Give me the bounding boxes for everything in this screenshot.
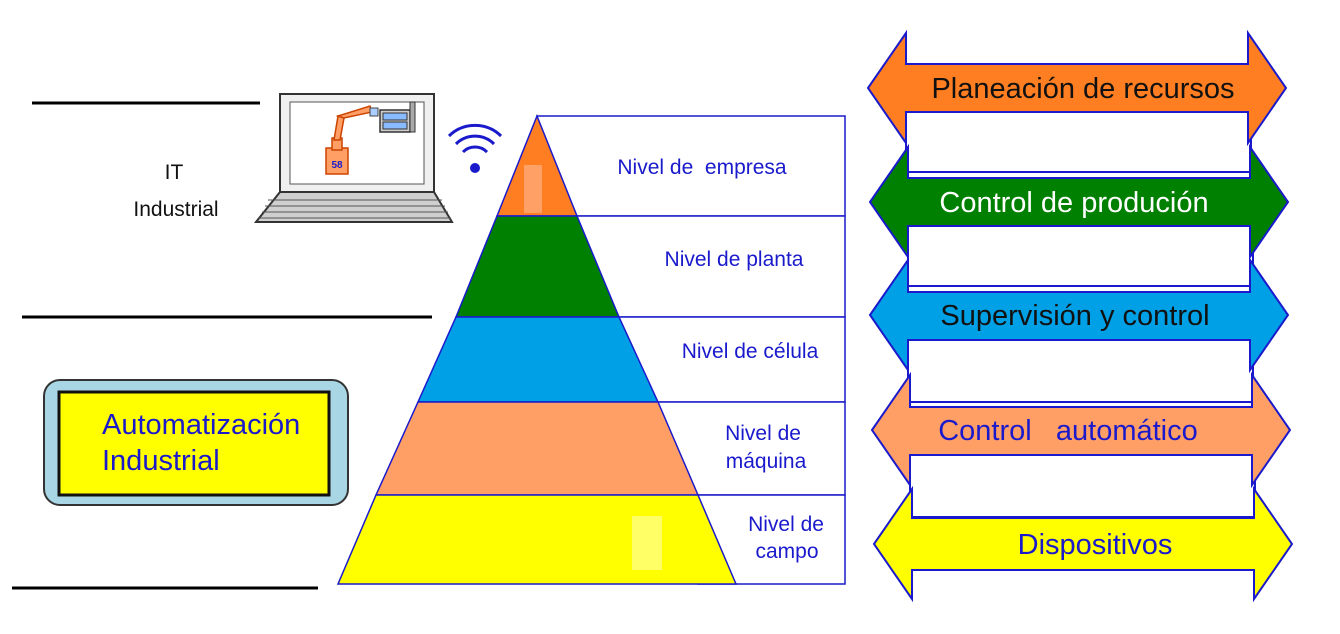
wifi-icon — [447, 123, 503, 173]
laptop-icon: 58 — [253, 93, 454, 223]
automation-label-line1: Automatización — [102, 409, 300, 441]
pyramid-layer-maquina — [374, 401, 700, 496]
double-arrow-produccion — [868, 143, 1290, 261]
level-box-empresa — [536, 115, 846, 217]
level-label-campo-line2: campo — [755, 540, 818, 563]
it-label-line1: IT — [165, 161, 184, 184]
level-box-celula — [618, 316, 846, 403]
arrow-label-dispositivos: Dispositivos — [1018, 529, 1173, 561]
level-label-campo-line1: Nivel de — [748, 513, 824, 536]
arrow-label-supervision: Supervisión y control — [940, 300, 1209, 332]
robot-arm-icon: 58 — [325, 101, 416, 175]
double-arrow-control — [870, 371, 1292, 489]
automation-box: Automatización Industrial — [43, 379, 349, 506]
double-arrow-supervision — [868, 256, 1290, 374]
arrow-label-produccion: Control de produción — [939, 187, 1208, 219]
connector-band-4 — [909, 454, 1256, 518]
connector-band-2 — [907, 225, 1254, 287]
level-label-celula: Nivel de célula — [682, 340, 819, 363]
level-label-maquina-line1: Nivel de — [725, 422, 801, 445]
arrow-label-planeacion: Planeación de recursos — [931, 73, 1234, 105]
pyramid-layer-celula — [416, 316, 660, 403]
double-arrow-dispositivos — [872, 485, 1294, 603]
robot-badge: 58 — [331, 160, 343, 171]
level-box-planta — [576, 215, 846, 318]
it-label-line2: Industrial — [133, 198, 218, 221]
pyramid-layer-campo — [336, 494, 738, 585]
level-label-maquina-line2: máquina — [726, 450, 807, 473]
level-label-empresa: Nivel de empresa — [617, 156, 787, 179]
automation-label-line2: Industrial — [102, 445, 220, 477]
level-label-planta: Nivel de planta — [665, 248, 804, 271]
pyramid-highlight-empresa — [524, 165, 542, 213]
connector-band-3 — [907, 339, 1254, 403]
connector-band-1 — [905, 111, 1252, 173]
double-arrow-planeacion — [866, 29, 1288, 147]
arrow-label-control: Control automático — [938, 415, 1198, 447]
pyramid-highlight-campo — [632, 516, 662, 570]
